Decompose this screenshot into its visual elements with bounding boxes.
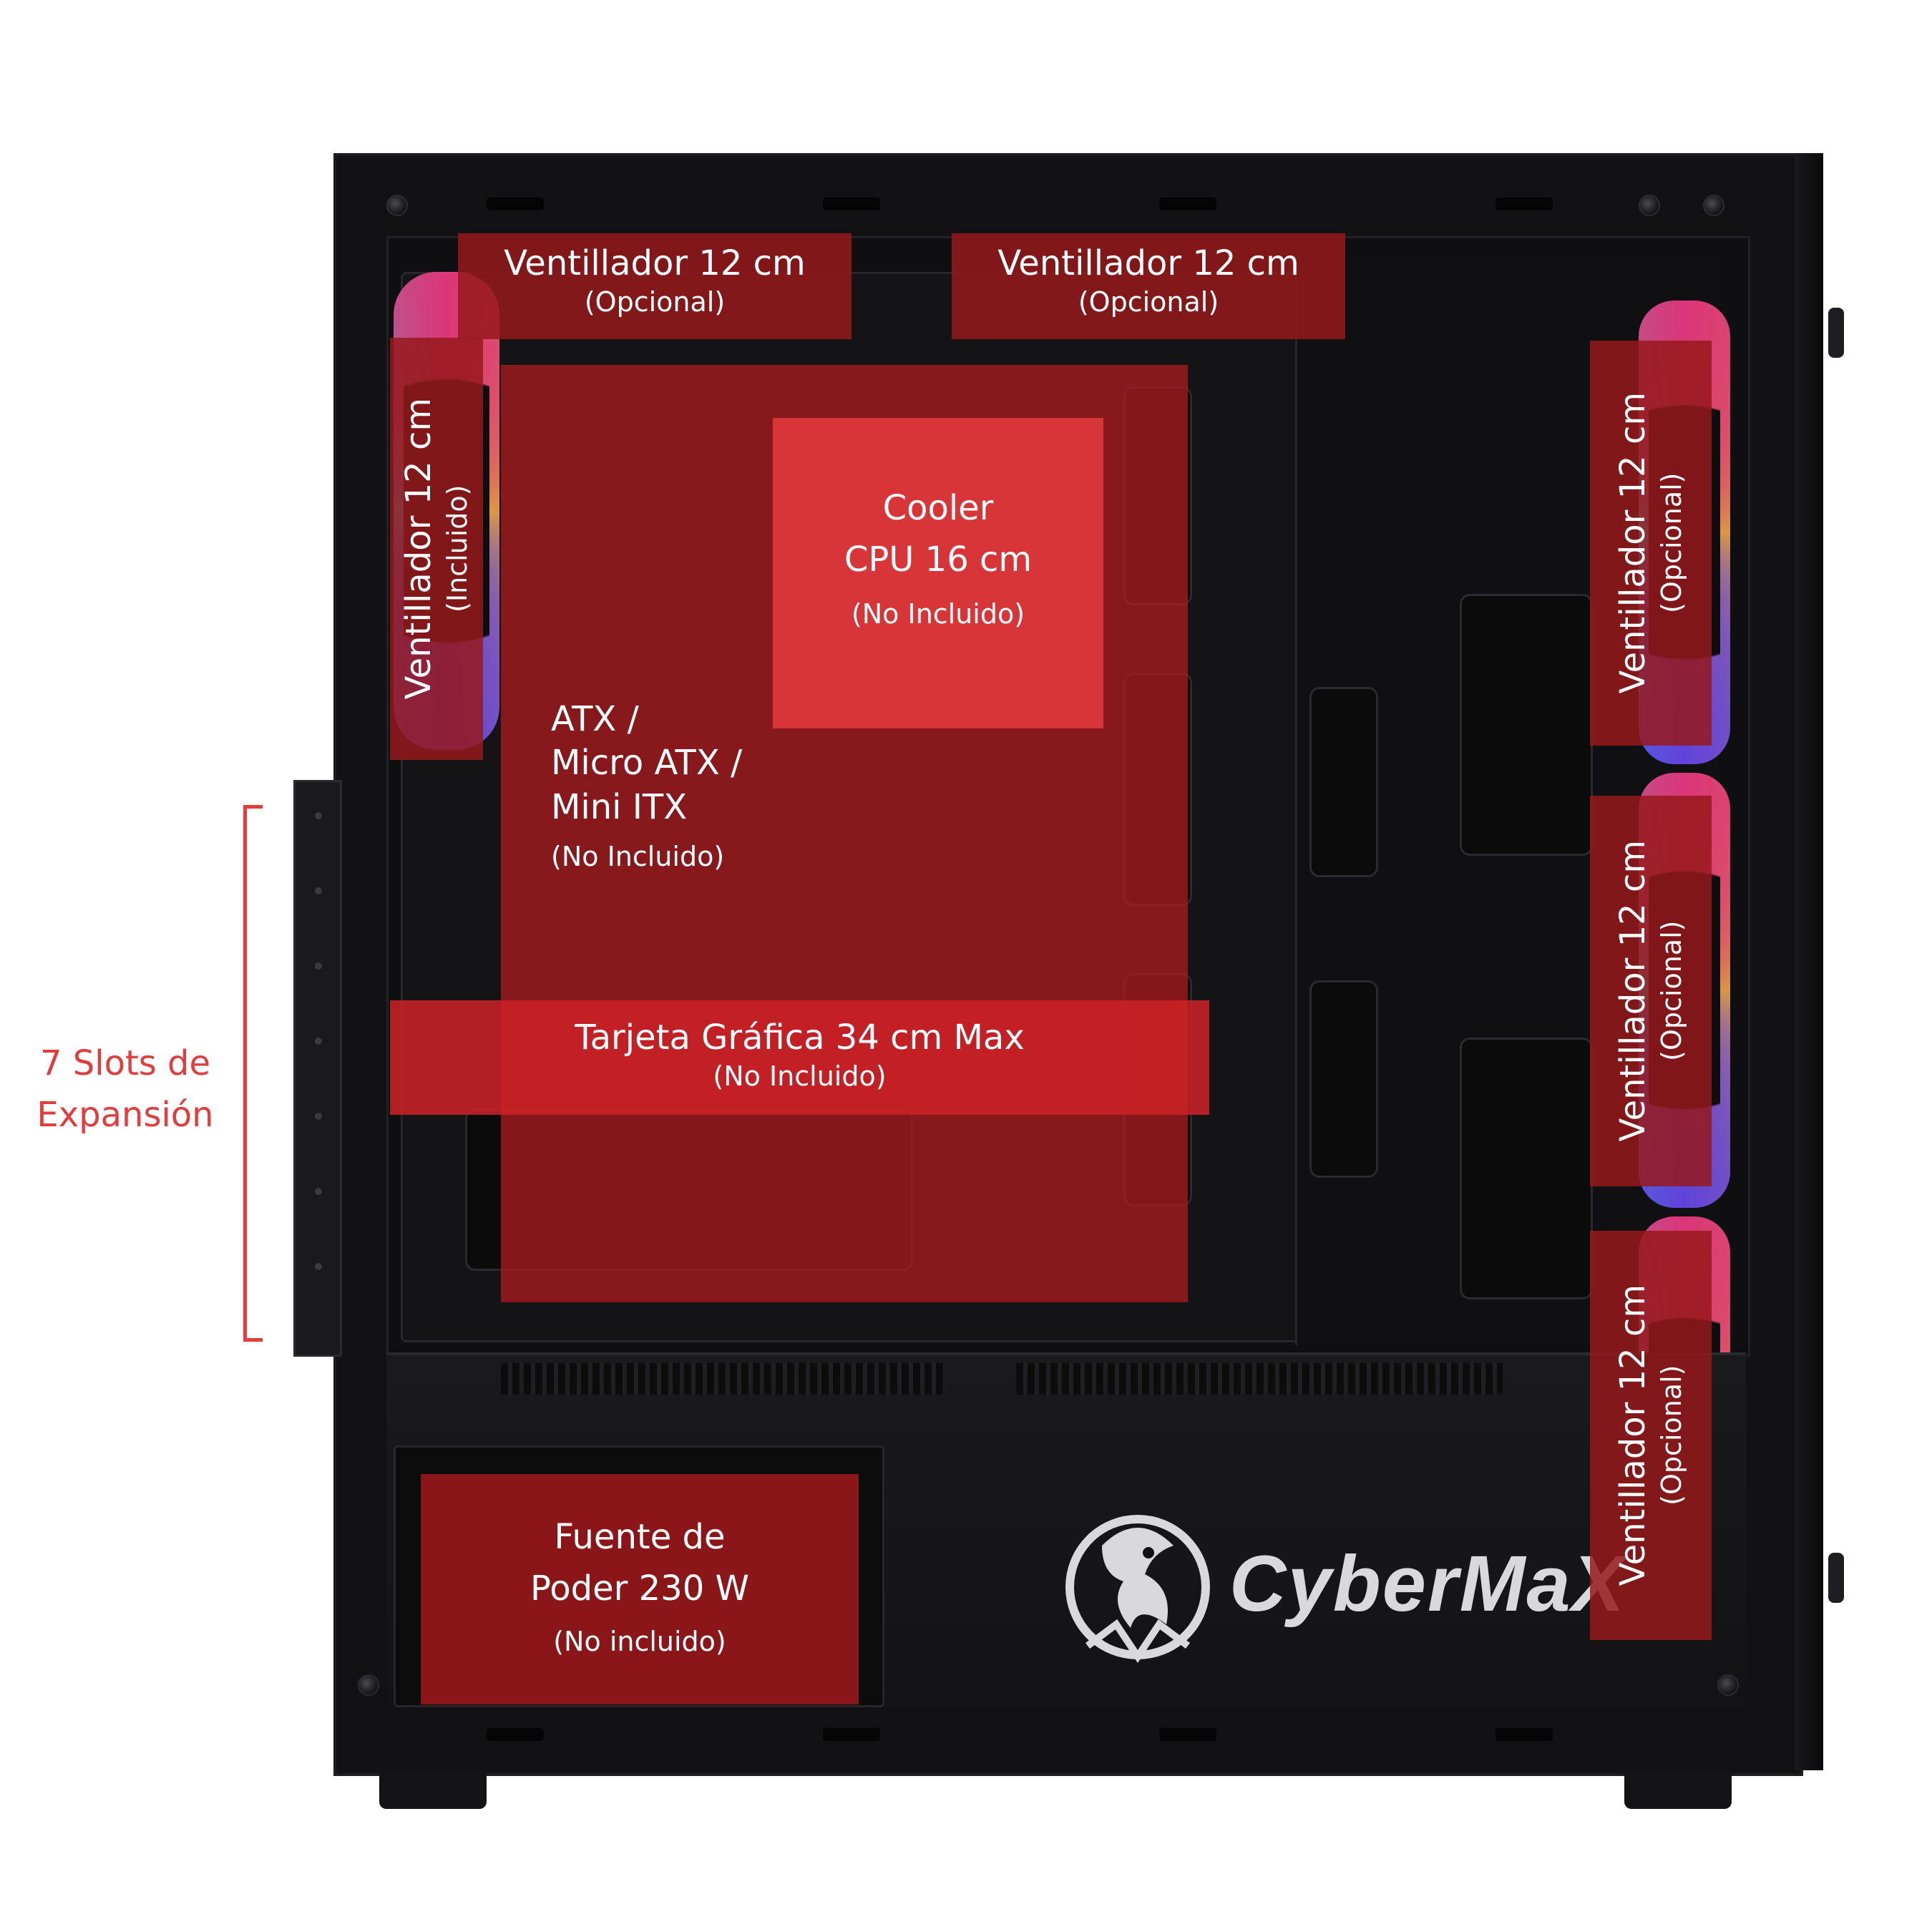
- top-panel-slot: [1159, 197, 1216, 210]
- expansion-slots-bracket-line: [243, 805, 263, 1342]
- slot-hole: [315, 1038, 322, 1045]
- callout-title: Ventillador 12 cm: [1613, 1284, 1654, 1586]
- bottom-panel-slot: [1159, 1728, 1216, 1741]
- callout-title: Ventillador 12 cm: [399, 398, 439, 700]
- slot-hole: [315, 1188, 322, 1195]
- mb-subtitle: (No Incluido): [551, 841, 725, 873]
- psu-subtitle: (No incluido): [553, 1626, 726, 1657]
- thumbscrew: [1828, 308, 1844, 358]
- callout-front-fan-1: Ventillador 12 cm (Opcional): [1590, 341, 1712, 746]
- expansion-slots-line-1: 7 Slots de: [39, 1043, 211, 1083]
- callout-subtitle: (Opcional): [1656, 1365, 1688, 1506]
- shroud-vent: [501, 1363, 945, 1395]
- shroud-vent: [1016, 1363, 1503, 1395]
- top-panel-slot: [823, 197, 880, 210]
- cable-cutout: [1309, 687, 1378, 877]
- dragon-emblem-icon: [1065, 1515, 1210, 1664]
- motherboard-label: ATX / Micro ATX / Mini ITX (No Incluido): [551, 698, 742, 875]
- screw: [386, 195, 408, 216]
- callout-subtitle: (Opcional): [1656, 920, 1688, 1062]
- mb-format-line-3: Mini ITX: [551, 786, 688, 827]
- callout-cpu-cooler: Cooler CPU 16 cm (No Incluido): [773, 418, 1103, 728]
- callout-subtitle: (Opcional): [1078, 286, 1219, 318]
- psu-line-1: Fuente de: [554, 1517, 726, 1557]
- callout-power-supply: Fuente de Poder 230 W (No incluido): [421, 1474, 859, 1704]
- thumbscrew: [1828, 1553, 1844, 1603]
- case-foot: [379, 1773, 487, 1809]
- top-panel-slot: [487, 197, 544, 210]
- cooler-line-1: Cooler: [882, 488, 994, 528]
- slot-hole: [315, 1263, 322, 1270]
- bottom-panel-slot: [823, 1728, 880, 1741]
- callout-front-fan-2: Ventillador 12 cm (Opcional): [1590, 796, 1712, 1186]
- screw: [1703, 195, 1724, 216]
- cooler-subtitle: (No Incluido): [851, 598, 1025, 630]
- cable-cutout: [1309, 980, 1378, 1178]
- expansion-slots-line-2: Expansión: [36, 1095, 214, 1135]
- glass-side-panel-edge: [1795, 153, 1823, 1770]
- gpu-title: Tarjeta Gráfica 34 cm Max: [575, 1018, 1025, 1058]
- top-panel-slot: [1496, 197, 1553, 210]
- cooler-line-2: CPU 16 cm: [844, 540, 1033, 580]
- gpu-subtitle: (No Incluido): [713, 1060, 887, 1092]
- screw: [1717, 1674, 1739, 1696]
- mb-format-line-2: Micro ATX /: [551, 743, 743, 784]
- callout-title: Ventillador 12 cm: [997, 243, 1299, 283]
- screw: [1639, 195, 1660, 216]
- slot-hole: [315, 962, 322, 970]
- mb-format-line-1: ATX /: [551, 699, 639, 739]
- drive-bay: [1460, 1038, 1593, 1299]
- bottom-panel-slot: [1496, 1728, 1553, 1741]
- callout-graphics-card: Tarjeta Gráfica 34 cm Max (No Incluido): [390, 1000, 1209, 1115]
- screw: [358, 1674, 379, 1696]
- expansion-slot-bracket: [293, 780, 342, 1357]
- callout-top-fan-left: Ventillador 12 cm (Opcional): [458, 233, 852, 339]
- callout-top-fan-right: Ventillador 12 cm (Opcional): [952, 233, 1345, 339]
- callout-title: Ventillador 12 cm: [1613, 840, 1654, 1142]
- callout-subtitle: (Opcional): [1656, 472, 1688, 614]
- callout-subtitle: (Incluido): [441, 484, 474, 613]
- callout-subtitle: (Opcional): [584, 286, 726, 318]
- callout-rear-fan: Ventillador 12 cm (Incluido): [390, 338, 483, 760]
- slot-hole: [315, 812, 322, 819]
- expansion-slots-label: 7 Slots de Expansión: [14, 1038, 236, 1141]
- slot-hole: [315, 887, 322, 894]
- brand-logo-text: CyberMaX: [1229, 1540, 1626, 1628]
- callout-title: Ventillador 12 cm: [504, 243, 806, 283]
- callout-title: Ventillador 12 cm: [1613, 392, 1654, 694]
- drive-bay: [1460, 594, 1593, 856]
- callout-front-fan-3: Ventillador 12 cm (Opcional): [1590, 1231, 1712, 1640]
- slot-hole: [315, 1113, 322, 1120]
- case-foot: [1624, 1773, 1732, 1809]
- bottom-panel-slot: [487, 1728, 544, 1741]
- psu-line-2: Poder 230 W: [530, 1568, 749, 1609]
